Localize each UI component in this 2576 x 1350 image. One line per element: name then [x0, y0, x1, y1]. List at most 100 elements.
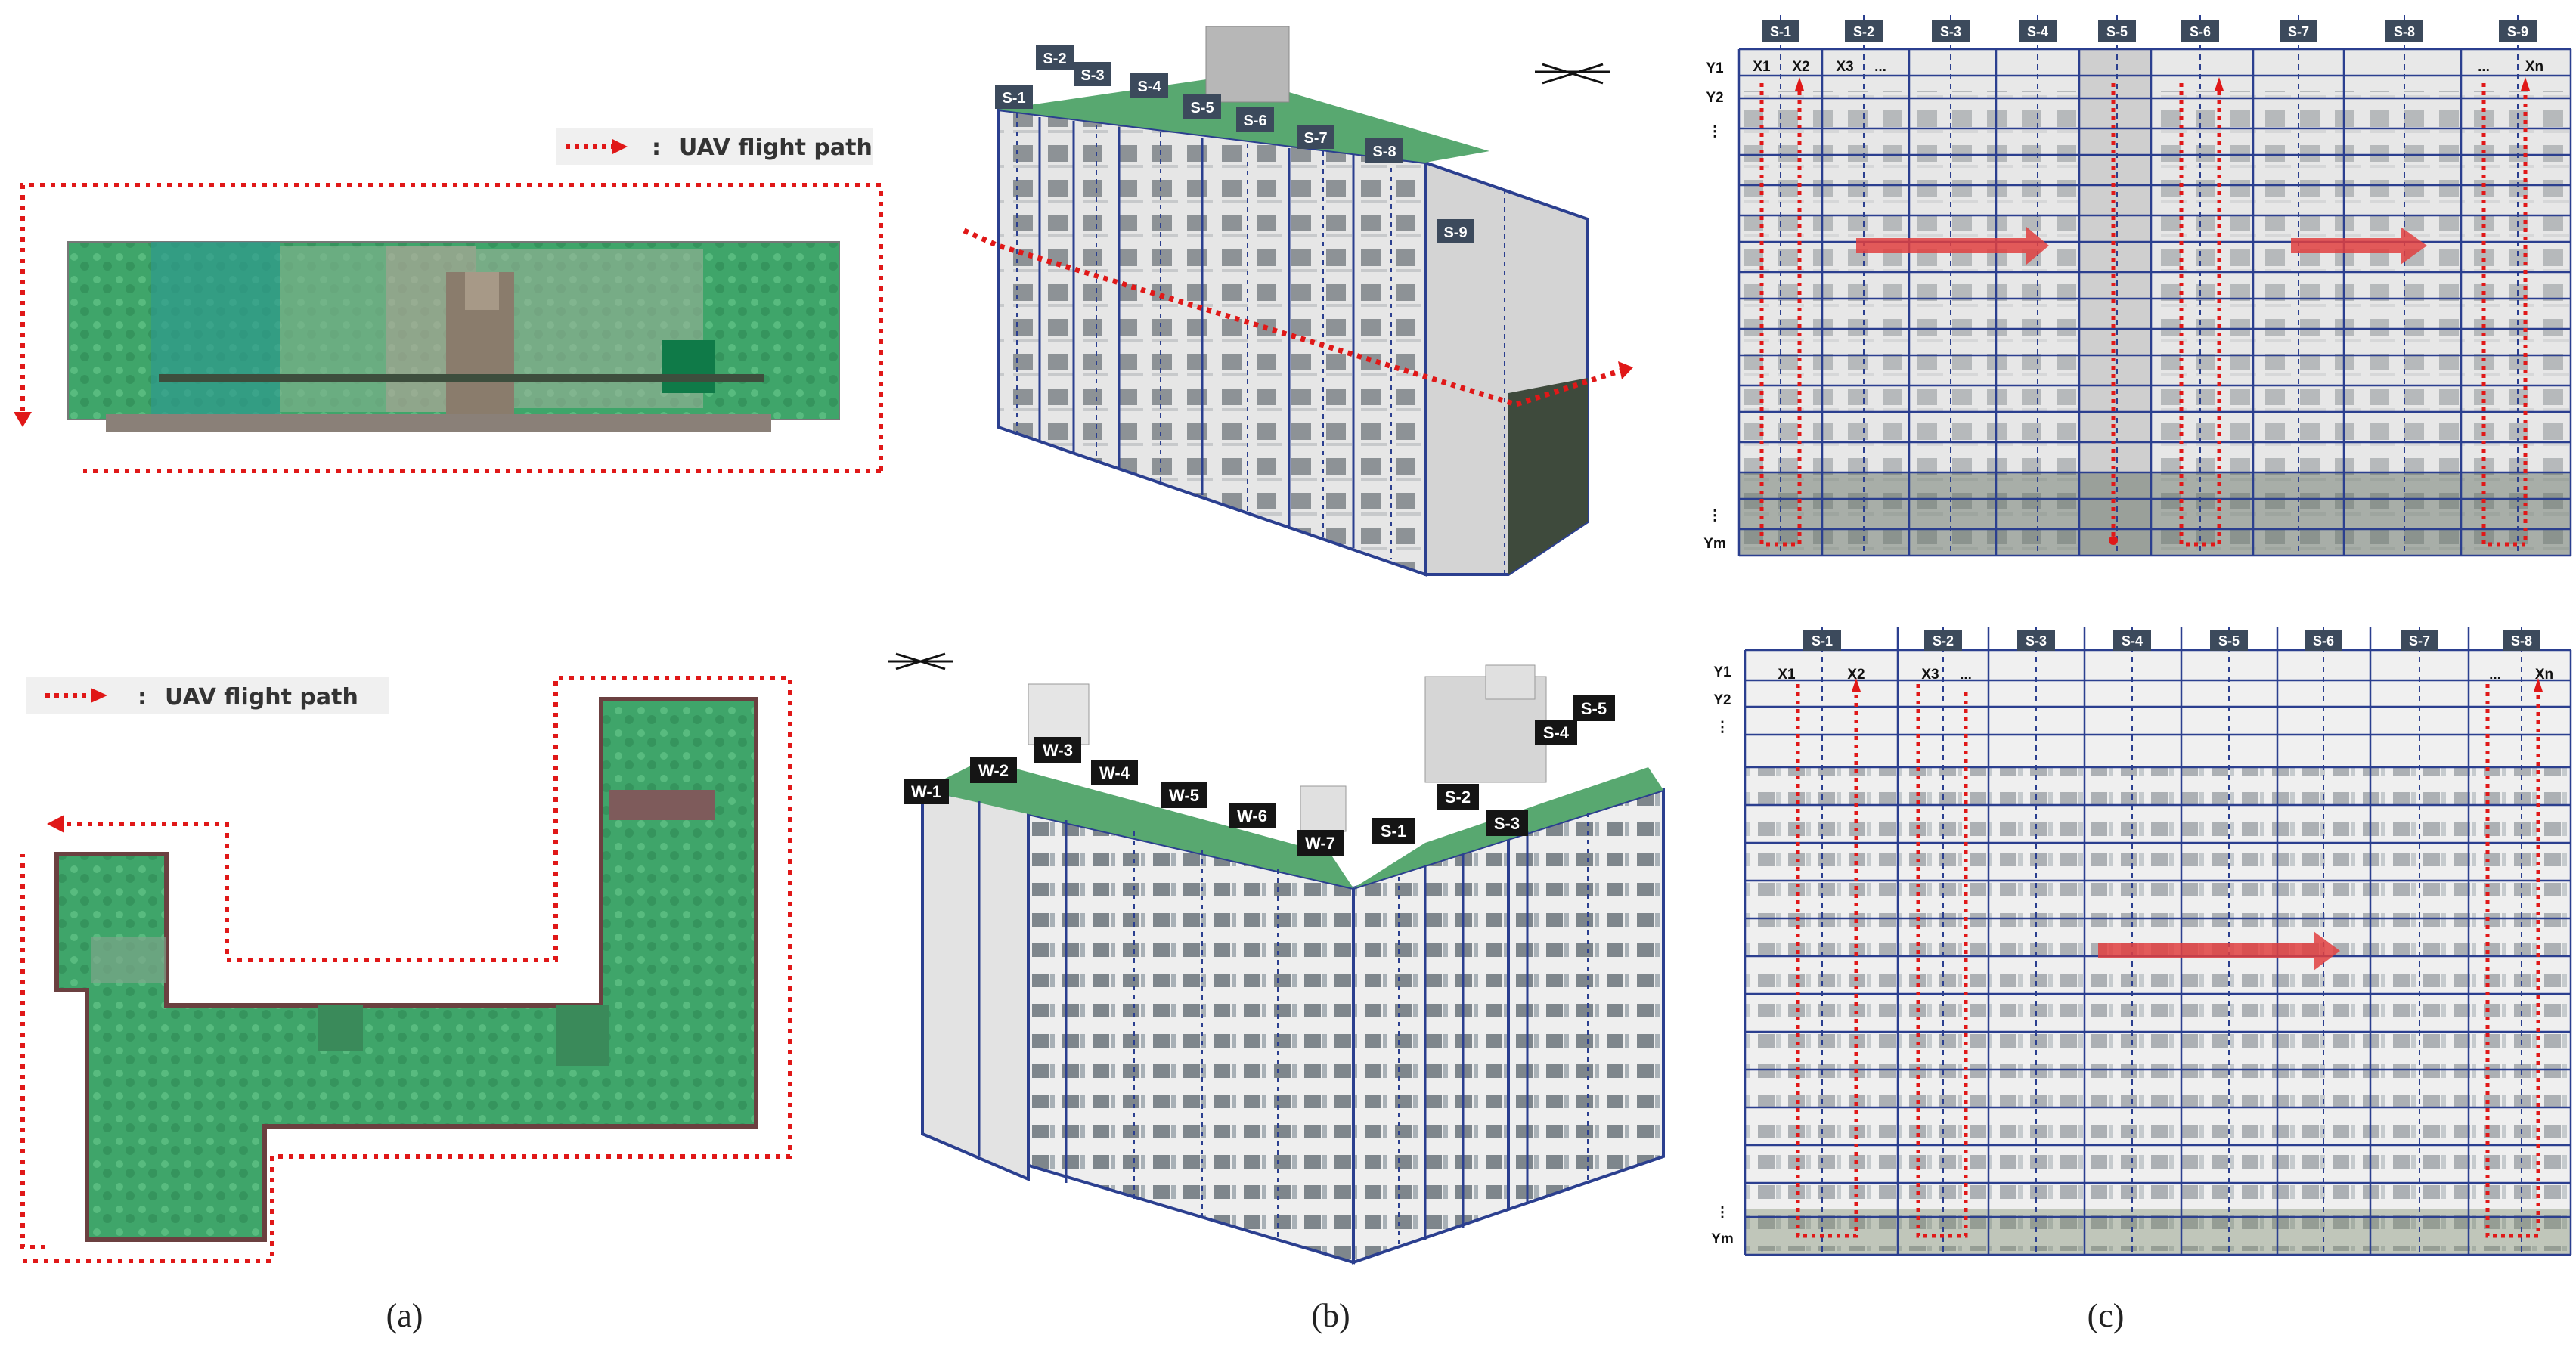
section-label: S-6: [2181, 20, 2219, 42]
svg-text:S-5: S-5: [1581, 699, 1607, 718]
facade-grid-bottom: [1744, 627, 2572, 1256]
legend-label: UAV flight path: [165, 684, 358, 711]
svg-text:W-1: W-1: [911, 782, 941, 801]
section-label: S-1: [1762, 20, 1799, 42]
svg-text:S-9: S-9: [1443, 224, 1467, 241]
facade-grid-top: [1737, 15, 2572, 557]
svg-text:S-6: S-6: [1243, 113, 1266, 129]
grid-labels-bottom-c: S-1 S-2 S-3 S-4 S-5 S-6 S-7 S-8 X1 X2 X3…: [1711, 630, 2553, 1247]
section-label: S-4: [1130, 73, 1168, 98]
svg-text:S-3: S-3: [1940, 24, 1961, 39]
legend-separator: :: [652, 135, 661, 161]
svg-text:S-1: S-1: [1002, 90, 1025, 107]
section-label: S-4: [1535, 720, 1577, 745]
svg-text:S-8: S-8: [2511, 633, 2532, 649]
section-label: S-7: [1297, 125, 1334, 149]
x-label: X2: [1792, 59, 1809, 75]
section-label: S-7: [2401, 630, 2438, 651]
section-label: S-3: [1932, 20, 1970, 42]
svg-text:W-4: W-4: [1099, 763, 1130, 782]
svg-text:S-7: S-7: [1303, 130, 1327, 147]
svg-text:S-5: S-5: [1190, 100, 1214, 116]
svg-text:W-5: W-5: [1169, 786, 1199, 805]
x-label: X3: [1836, 59, 1853, 75]
legend-separator: :: [138, 684, 147, 711]
y-label: ⋮: [1716, 720, 1730, 735]
svg-text:W-7: W-7: [1305, 834, 1335, 853]
direction-arrows-top-c: [1856, 227, 2427, 265]
roof-plan-top: [67, 241, 840, 432]
svg-text:S-1: S-1: [1381, 822, 1406, 841]
svg-text:S-4: S-4: [2027, 24, 2048, 39]
section-label: S-5: [2098, 20, 2136, 42]
section-label: S-3: [1074, 62, 1111, 86]
section-label: W-2: [970, 757, 1017, 783]
legend-top: : UAV flight path: [556, 128, 873, 165]
svg-text:S-7: S-7: [2409, 633, 2430, 649]
direction-arrows-bottom-c: [2098, 931, 2340, 971]
x-label: ...: [1960, 667, 1972, 683]
svg-text:S-1: S-1: [1770, 24, 1791, 39]
compass-top-b: [1535, 63, 1610, 85]
svg-text:S-4: S-4: [1543, 723, 1570, 742]
roof-plan-bottom: [54, 697, 758, 1242]
svg-text:S-4: S-4: [1137, 79, 1161, 95]
building-3d-top: [997, 26, 1589, 577]
flight-path-top-b: [963, 228, 1633, 407]
svg-text:S-2: S-2: [1853, 24, 1874, 39]
svg-text:S-2: S-2: [1933, 633, 1954, 649]
caption-c: (c): [2088, 1297, 2125, 1334]
svg-text:S-5: S-5: [2106, 24, 2128, 39]
x-label: ...: [2478, 59, 2490, 75]
section-label: S-4: [2113, 630, 2151, 651]
svg-text:S-3: S-3: [2026, 633, 2047, 649]
y-label: ⋮: [1708, 124, 1722, 140]
section-label: W-4: [1091, 760, 1138, 785]
x-label: ...: [2489, 667, 2501, 683]
legend-bottom: : UAV flight path: [26, 677, 389, 714]
section-label: S-6: [2305, 630, 2342, 651]
section-label: S-2: [1036, 45, 1074, 70]
section-label: W-6: [1229, 803, 1276, 828]
section-label: S-3: [1486, 810, 1528, 836]
section-label: W-7: [1297, 830, 1344, 856]
svg-text:S-2: S-2: [1043, 51, 1066, 67]
section-label: S-2: [1437, 784, 1479, 810]
section-labels-top-b: S-1 S-2 S-3 S-4 S-5 S-6 S-7 S-8 S-9: [995, 45, 1474, 243]
x-label: Xn: [2535, 667, 2553, 683]
x-label: X1: [1778, 667, 1796, 683]
x-label: Xn: [2525, 59, 2543, 75]
grid-lines: [1737, 48, 2572, 557]
section-label: S-4: [2019, 20, 2057, 42]
section-label: S-5: [1573, 695, 1615, 721]
y-label: ⋮: [1708, 508, 1722, 524]
x-label: ...: [1874, 59, 1886, 75]
grid-labels-top-c: S-1 S-2 S-3 S-4 S-5 S-6 S-7 S-8 S-9 X1 X…: [1703, 20, 2543, 552]
flight-path-bottom-a: [20, 676, 792, 1263]
section-labels-bottom-b: W-1 W-2 W-3 W-4 W-5 W-6 W-7 S-1 S-2 S-3 …: [904, 695, 1615, 856]
section-label: S-8: [1365, 138, 1403, 163]
section-label: S-1: [1803, 630, 1841, 651]
section-label: S-5: [2210, 630, 2248, 651]
section-label: S-2: [1924, 630, 1962, 651]
flight-path-bottom-c: [1796, 684, 2540, 1238]
section-label: S-8: [2503, 630, 2540, 651]
y-label: Ym: [1703, 536, 1726, 552]
svg-text:W-3: W-3: [1043, 741, 1073, 760]
x-label: X1: [1753, 59, 1771, 75]
section-label: S-1: [995, 85, 1033, 109]
svg-text:W-2: W-2: [978, 761, 1009, 780]
section-label: S-5: [1183, 94, 1221, 119]
section-label: W-1: [904, 779, 949, 804]
svg-text:S-6: S-6: [2190, 24, 2211, 39]
y-label: Y2: [1706, 90, 1723, 106]
section-label: S-3: [2017, 630, 2055, 651]
svg-text:S-3: S-3: [1494, 814, 1520, 833]
y-label: Y2: [1713, 692, 1731, 708]
section-label: S-6: [1236, 107, 1274, 132]
section-label: S-7: [2280, 20, 2317, 42]
svg-text:S-5: S-5: [2218, 633, 2240, 649]
flight-path-top-a: [14, 183, 883, 473]
y-label: Y1: [1713, 664, 1731, 680]
flight-path-top-c: [1759, 83, 2528, 547]
